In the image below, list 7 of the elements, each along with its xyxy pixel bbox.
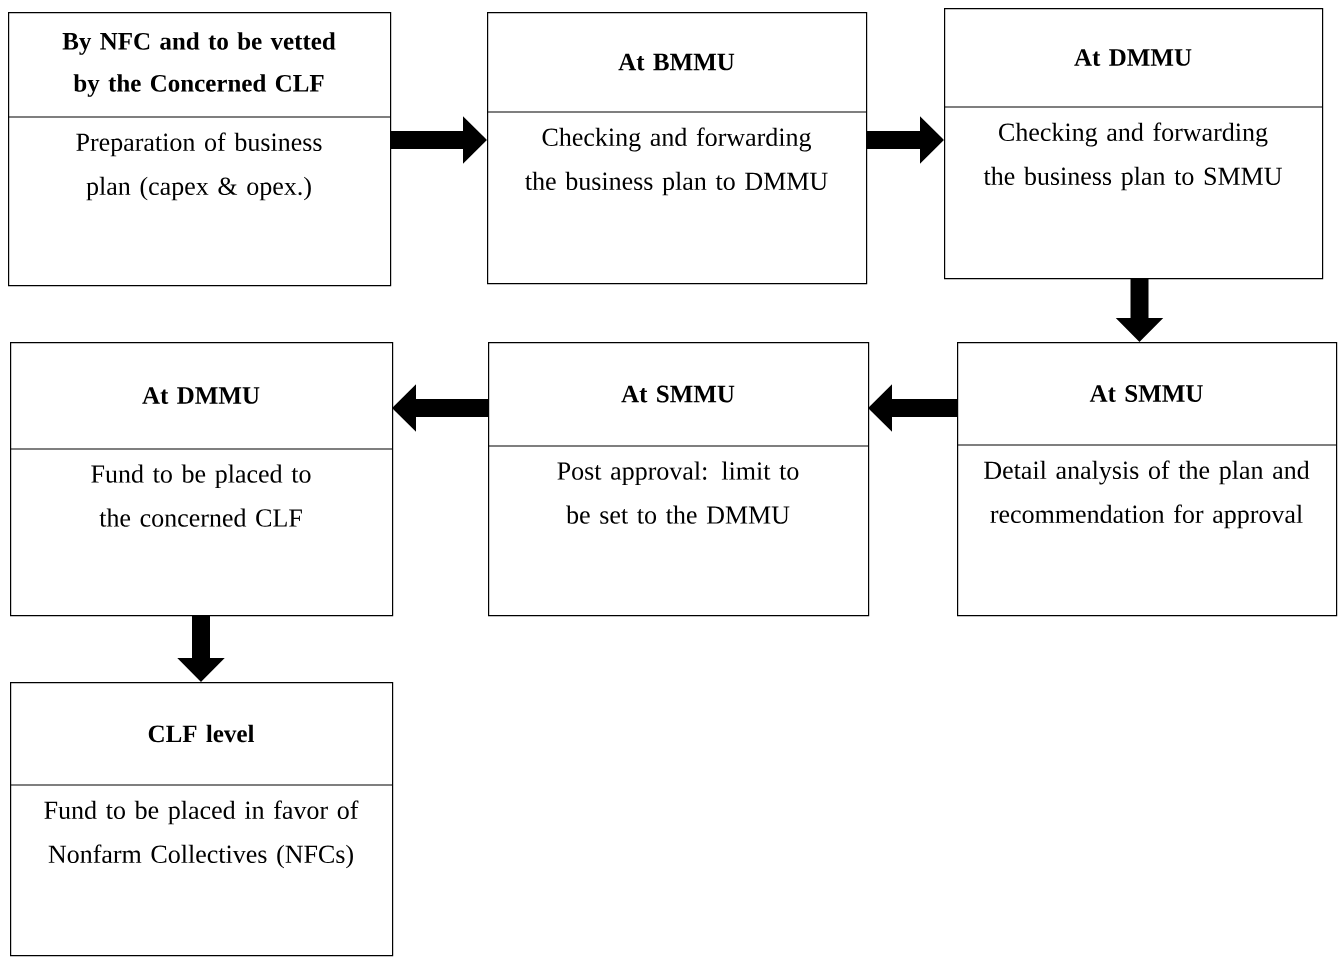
- process-box: At DMMU Checking and forwarding the business plan to SMMU: [943, 8, 1324, 280]
- process-box: At SMMU Detail analysis of the plan and recommendation for approval: [956, 342, 1338, 617]
- process-box: At SMMU Post approval: limit to be set to the DMMU: [487, 342, 870, 617]
- process-box: By NFC and to be vetted by the Concerned CLF Preparation of business plan (capex & opex.): [7, 12, 392, 287]
- process-box: At DMMU Fund to be placed to the concerned CLF: [9, 342, 394, 617]
- process-box: CLF level Fund to be placed in favor of Nonfarm Collectives (NFCs): [9, 682, 394, 957]
- process-box: At BMMU Checking and forwarding the business plan to DMMU: [486, 12, 868, 285]
